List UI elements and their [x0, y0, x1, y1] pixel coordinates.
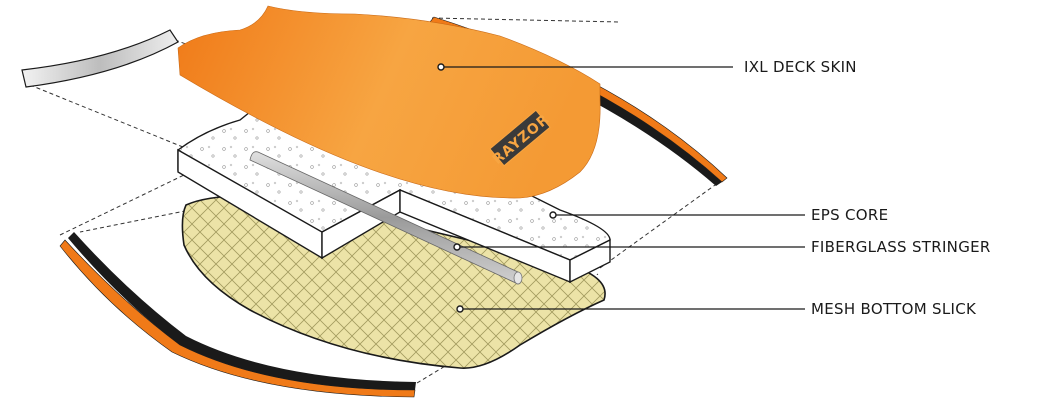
stringer-label: FIBERGLASS STRINGER: [811, 238, 991, 256]
eps-core-label: EPS CORE: [811, 206, 889, 224]
mesh-slick-label: MESH BOTTOM SLICK: [811, 300, 977, 318]
callout-dots: [437, 63, 557, 313]
callout-lines: [441, 66, 805, 310]
left-rail-silver: [21, 29, 179, 88]
fiberglass-stringer: [249, 151, 523, 285]
bottom-rail: [59, 232, 416, 398]
deck-skin-label: IXL DECK SKIN: [744, 58, 857, 76]
